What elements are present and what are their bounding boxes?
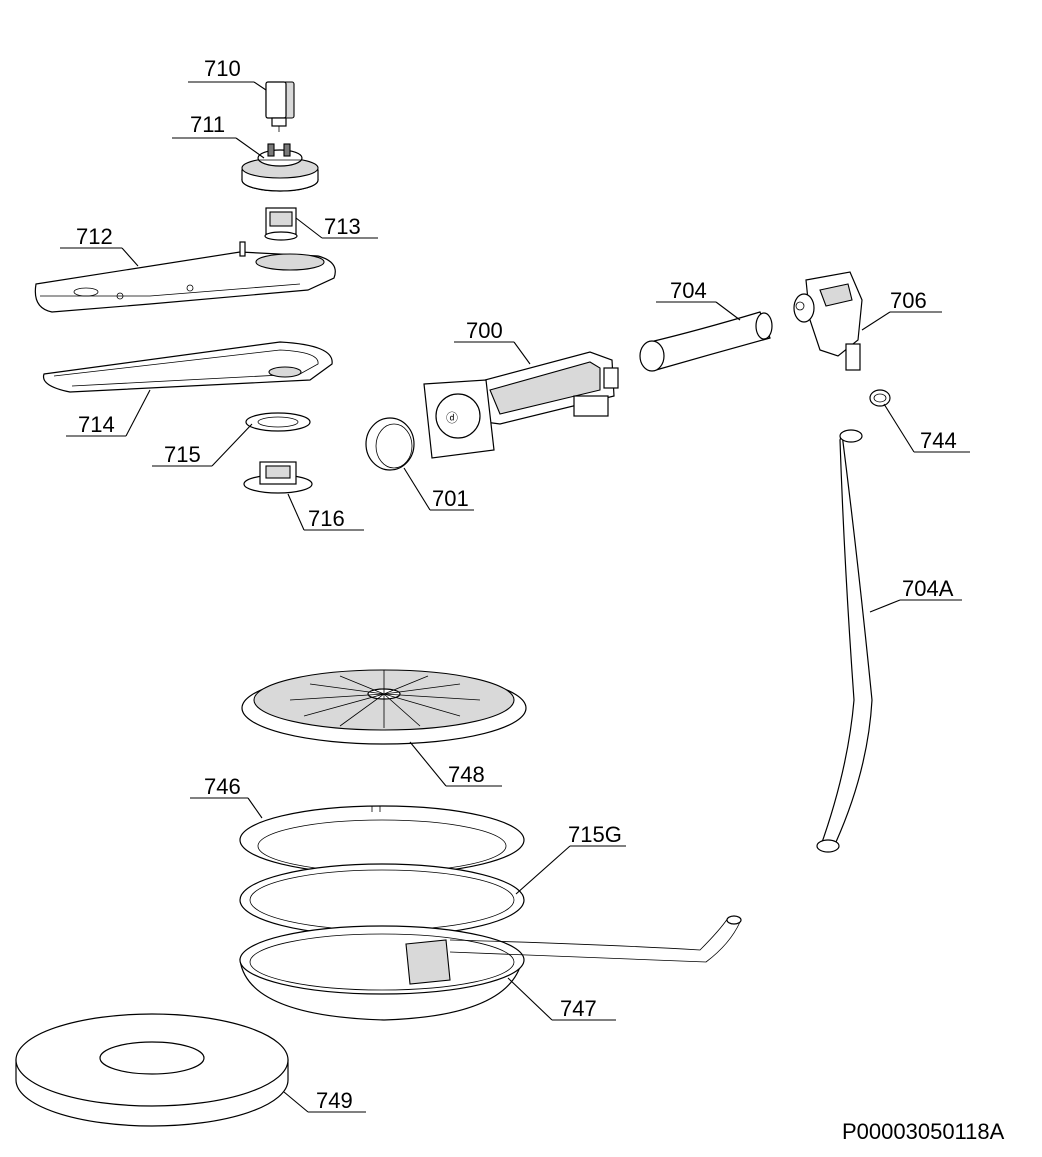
label-748-text: 748 [448,762,485,787]
part-704-drawing [639,311,773,372]
label-715: 715 [152,423,253,467]
label-704-text: 704 [670,278,707,303]
part-747-drawing [239,915,742,1021]
label-715-text: 715 [164,442,201,467]
label-700: 700 [454,318,531,365]
label-712-text: 712 [76,224,113,249]
part-715G-drawing [239,863,525,937]
part-713-drawing [264,207,298,241]
label-704: 704 [656,278,741,321]
label-711: 711 [172,112,265,159]
label-714: 714 [66,389,151,437]
part-710-drawing [265,81,295,132]
label-710: 710 [188,56,267,91]
label-701-text: 701 [432,486,469,511]
part-704A-drawing [816,429,873,853]
label-706: 706 [861,288,942,331]
label-746-text: 746 [204,774,241,799]
part-746-drawing [239,805,525,875]
label-747-text: 747 [560,996,597,1021]
part-706-drawing [793,271,863,371]
part-716-drawing [243,461,313,494]
label-744-text: 744 [920,428,957,453]
label-748: 748 [409,741,502,787]
part-712-drawing [34,241,336,313]
label-701: 701 [403,467,474,511]
label-704A: 704A [869,576,962,613]
label-710-text: 710 [204,56,241,81]
label-704A-text: 704A [902,576,954,601]
part-749-drawing [15,1013,289,1127]
label-716: 716 [287,493,364,531]
label-744: 744 [883,403,970,453]
part-744-drawing [869,389,891,407]
label-749-text: 749 [316,1088,353,1113]
svg-text:ⓓ: ⓓ [446,411,458,425]
label-714-text: 714 [78,412,115,437]
part-715-drawing [245,412,311,432]
label-706-text: 706 [890,288,927,313]
label-747: 747 [507,977,616,1021]
label-749: 749 [283,1088,366,1113]
label-713-text: 713 [324,214,361,239]
label-711-text: 711 [190,112,225,137]
label-715G: 715G [515,822,626,895]
label-713: 713 [295,214,378,239]
document-id: P00003050118A [842,1119,1005,1144]
part-701-drawing [365,417,415,471]
label-700-text: 700 [466,318,503,343]
part-714-drawing [42,341,333,393]
label-712: 712 [60,224,139,267]
label-715G-text: 715G [568,822,622,847]
part-700-drawing: ⓓ [423,351,619,459]
label-746: 746 [190,774,263,819]
label-716-text: 716 [308,506,345,531]
part-748-drawing [241,669,527,745]
part-711-drawing [241,143,319,192]
